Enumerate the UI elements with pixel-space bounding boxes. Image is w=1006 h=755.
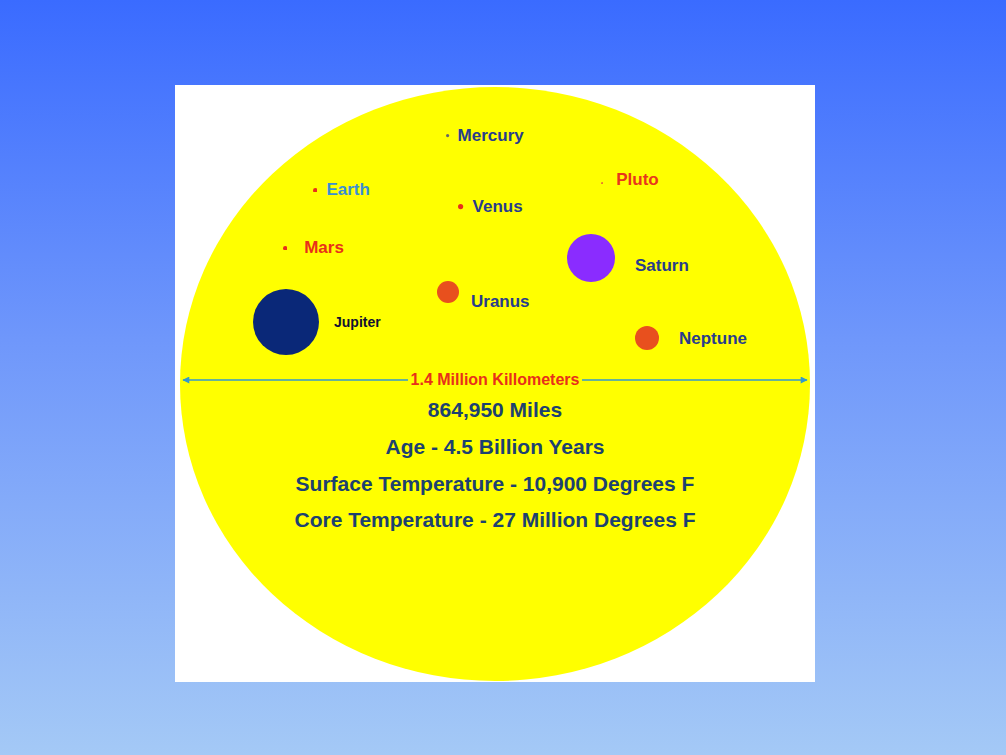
planet: Pluto xyxy=(601,173,659,193)
planet-dot xyxy=(458,204,463,209)
planet-disc xyxy=(313,188,318,193)
planet-disc xyxy=(601,182,603,184)
planet: Neptune xyxy=(635,326,747,350)
planet-disc xyxy=(567,234,615,282)
planet-dot xyxy=(567,234,615,282)
planet: Saturn xyxy=(567,234,689,282)
sun-fact: Core Temperature - 27 Million Degrees F xyxy=(294,508,695,532)
planet-name: Pluto xyxy=(616,170,659,190)
sun-fact: 864,950 Miles xyxy=(428,398,562,422)
planet-name: Saturn xyxy=(635,256,689,276)
planet: Mercury xyxy=(446,126,523,146)
planet-dot xyxy=(253,289,319,355)
planet-dot xyxy=(635,326,659,350)
planet: Mars xyxy=(283,238,344,258)
planet-name: Earth xyxy=(326,180,369,200)
planet: Venus xyxy=(458,197,522,217)
planet-name: Mars xyxy=(304,238,344,258)
planet-dot xyxy=(446,134,449,137)
sun-fact: Surface Temperature - 10,900 Degrees F xyxy=(296,472,695,496)
planet-name: Jupiter xyxy=(334,312,381,332)
sun-disc xyxy=(180,87,810,681)
planet: Uranus xyxy=(437,281,530,303)
planet-dot xyxy=(601,182,603,184)
planet-disc xyxy=(635,326,659,350)
planet-disc xyxy=(446,134,449,137)
planet-disc xyxy=(253,289,319,355)
sun-fact: Age - 4.5 Billion Years xyxy=(385,435,604,459)
planet-name: Venus xyxy=(473,197,523,217)
planet-name: Mercury xyxy=(458,126,524,146)
planet-disc xyxy=(458,204,463,209)
planet-dot xyxy=(313,188,318,193)
planet-disc xyxy=(437,281,459,303)
planet-name: Uranus xyxy=(471,292,530,312)
panel-background xyxy=(175,85,815,682)
planet-disc xyxy=(283,246,287,250)
planet-name: Neptune xyxy=(679,329,747,349)
planet: Earth xyxy=(313,180,370,200)
dimension-label: 1.4 Million Killometers xyxy=(408,371,583,389)
planet: Jupiter xyxy=(253,289,381,355)
planet-dot xyxy=(283,246,287,250)
planet-dot xyxy=(437,281,459,303)
